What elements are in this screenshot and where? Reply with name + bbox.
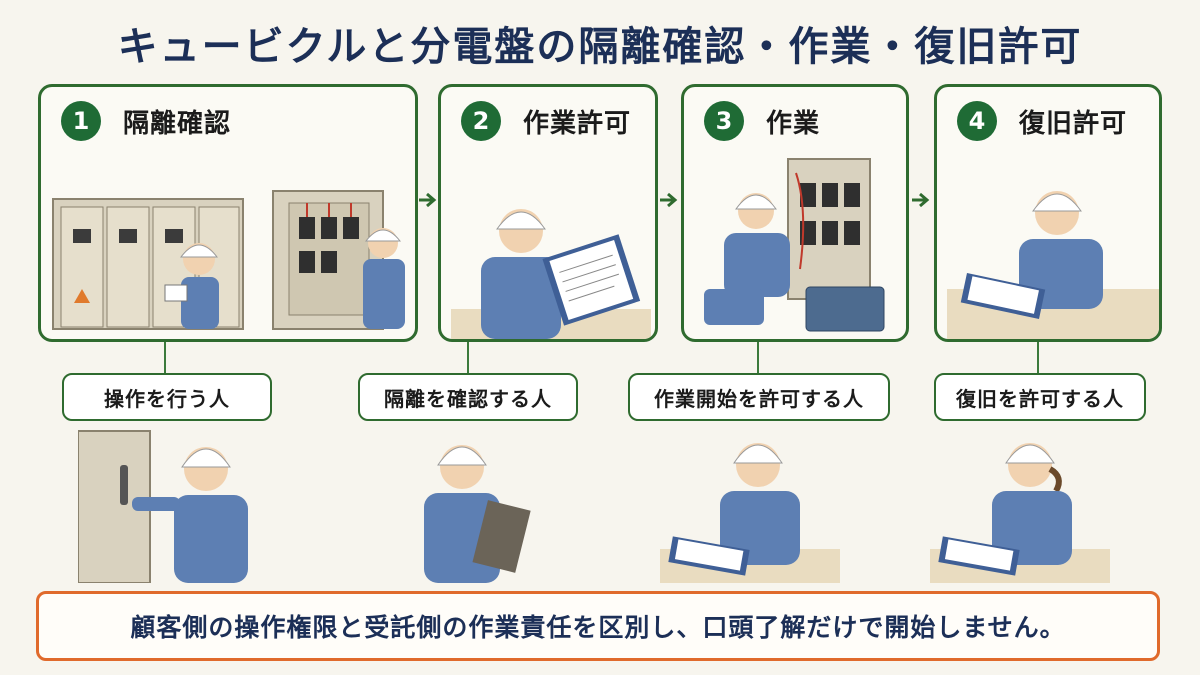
arrow-right-icon: [419, 192, 437, 208]
arrow-right-icon: [660, 192, 678, 208]
step-number-badge: 2: [461, 101, 501, 141]
cubicle-inspection-illustration: [52, 190, 405, 330]
step-number-badge: 4: [957, 101, 997, 141]
step-header-1: 1 隔離確認: [61, 101, 231, 141]
step-header-3: 3 作業: [704, 101, 820, 141]
step-title: 作業: [766, 108, 821, 139]
step-title: 復旧許可: [1019, 108, 1128, 139]
operator-person-illustration: [78, 430, 248, 583]
step-title: 作業許可: [523, 108, 632, 139]
isolation-checker-person-illustration: [424, 445, 531, 583]
connector-line: [164, 342, 166, 373]
bottom-note: 顧客側の操作権限と受託側の作業責任を区別し、口頭了解だけで開始しません。: [36, 591, 1160, 661]
work-permit-illustration: [451, 209, 651, 339]
role-label-restoration-authorizer: 復旧を許可する人: [934, 373, 1146, 421]
step-number-badge: 1: [61, 101, 101, 141]
arrow-right-icon: [912, 192, 930, 208]
step-header-2: 2 作業許可: [461, 101, 631, 141]
step-number-badge: 3: [704, 101, 744, 141]
restoration-authorizer-person-illustration: [930, 443, 1110, 583]
page-title: キュービクルと分電盤の隔離確認・作業・復旧許可: [117, 24, 1083, 70]
connector-line: [757, 342, 759, 373]
work-authorizer-person-illustration: [660, 443, 840, 583]
step-panel-3: 3 作業: [681, 84, 909, 342]
step-panel-2: 2 作業許可: [438, 84, 658, 342]
step-panel-1: 1 隔離確認: [38, 84, 418, 342]
connector-line: [1037, 342, 1039, 373]
step-header-4: 4 復旧許可: [957, 101, 1127, 141]
restoration-permit-illustration: [947, 191, 1159, 339]
role-label-isolation-checker: 隔離を確認する人: [358, 373, 578, 421]
step-panel-4: 4 復旧許可: [934, 84, 1162, 342]
connector-line: [467, 342, 469, 373]
panel-work-illustration: [704, 158, 885, 332]
role-label-work-authorizer: 作業開始を許可する人: [628, 373, 890, 421]
role-label-operator: 操作を行う人: [62, 373, 272, 421]
step-title: 隔離確認: [123, 108, 232, 139]
